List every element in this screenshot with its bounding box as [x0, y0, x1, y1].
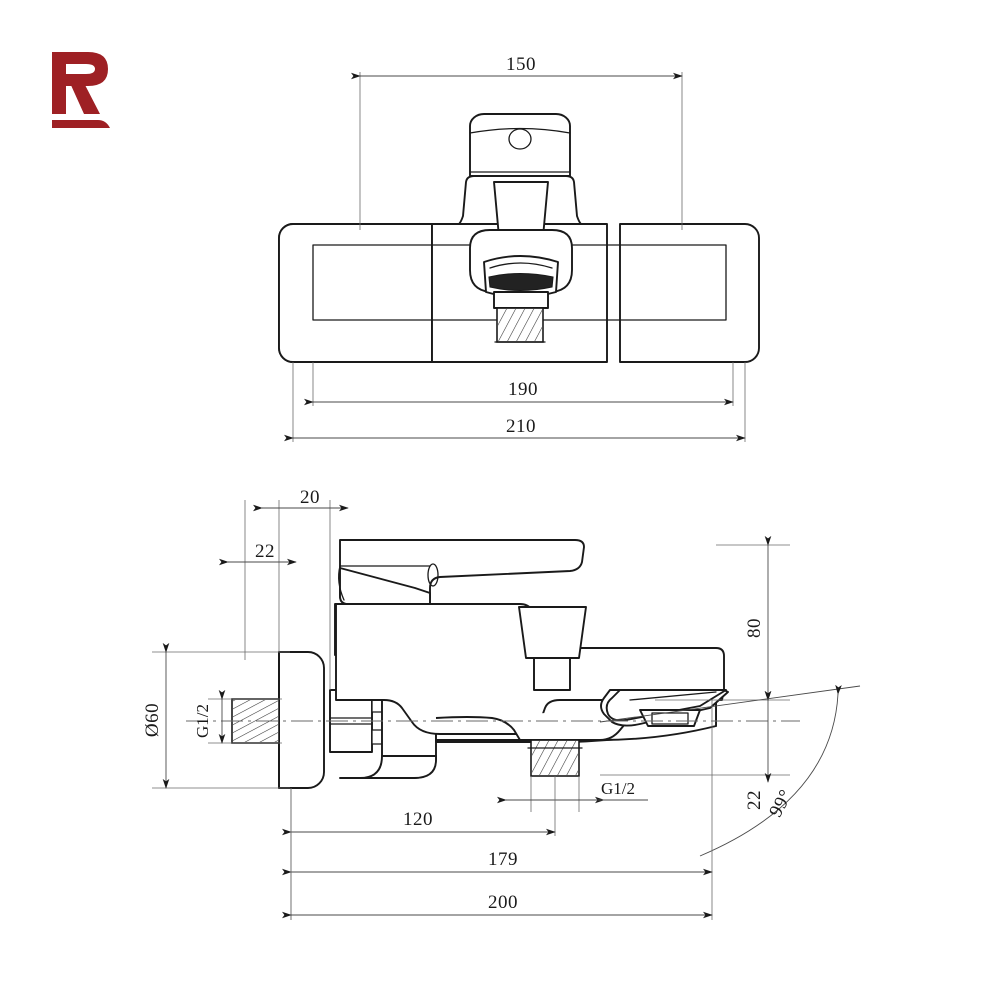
top-view-geometry: [278, 113, 760, 363]
brand-logo: [48, 50, 138, 140]
side-diverter-knob: [518, 606, 587, 659]
side-wall-plate: [278, 651, 325, 789]
top-view-dimensions: 150 190 210: [283, 54, 746, 442]
top-left-plate-outer: [278, 223, 433, 363]
side-view-geometry: [186, 539, 800, 789]
side-lever-bevel: [338, 565, 345, 601]
dim-label-20: 20: [300, 487, 320, 508]
side-lever-wedge: [339, 567, 431, 605]
angle-arc-99: [699, 684, 842, 857]
side-outlet-thread-hatch: [532, 741, 578, 775]
top-right-escutcheon: [619, 223, 760, 363]
dim-label-g12-bottom: G1/2: [601, 779, 635, 798]
dim-label-99-degrees: 99°: [765, 786, 797, 821]
side-spout-nose-edge: [629, 691, 717, 701]
dim-label-150: 150: [506, 54, 536, 75]
dim-label-190: 190: [508, 379, 538, 400]
side-view-dimensions: 20 22 Ø60 G1/2 80 22: [142, 487, 861, 920]
top-outlet-inner-ring: [489, 262, 553, 269]
top-outlet-shank: [493, 291, 549, 309]
top-handle-tower: [469, 113, 571, 177]
spout-angle-ref-line: [599, 685, 861, 723]
dim-label-200: 200: [488, 892, 518, 913]
side-spout-aerator-inner: [651, 712, 689, 725]
dim-label-22-top: 22: [255, 541, 275, 562]
side-diverter-stem: [533, 657, 571, 691]
top-handle-indicator-hole: [508, 128, 532, 150]
side-spout-nose-top: [605, 689, 727, 722]
logo-letter-r: [52, 52, 110, 128]
dim-label-120: 120: [403, 809, 433, 830]
dim-label-22-right: 22: [744, 790, 765, 810]
side-union-collar-bot: [371, 729, 383, 745]
top-thread-hatching: [498, 309, 542, 341]
dim-label-80: 80: [744, 618, 765, 638]
dim-label-210: 210: [506, 416, 536, 437]
side-lever-pivot: [427, 563, 439, 587]
side-elbow-foot: [339, 755, 437, 779]
top-outlet-dark-band: [488, 272, 554, 292]
dim-label-g12-left: G1/2: [193, 704, 212, 738]
dim-label-diameter-60: Ø60: [142, 703, 163, 737]
dim-label-179: 179: [488, 849, 518, 870]
